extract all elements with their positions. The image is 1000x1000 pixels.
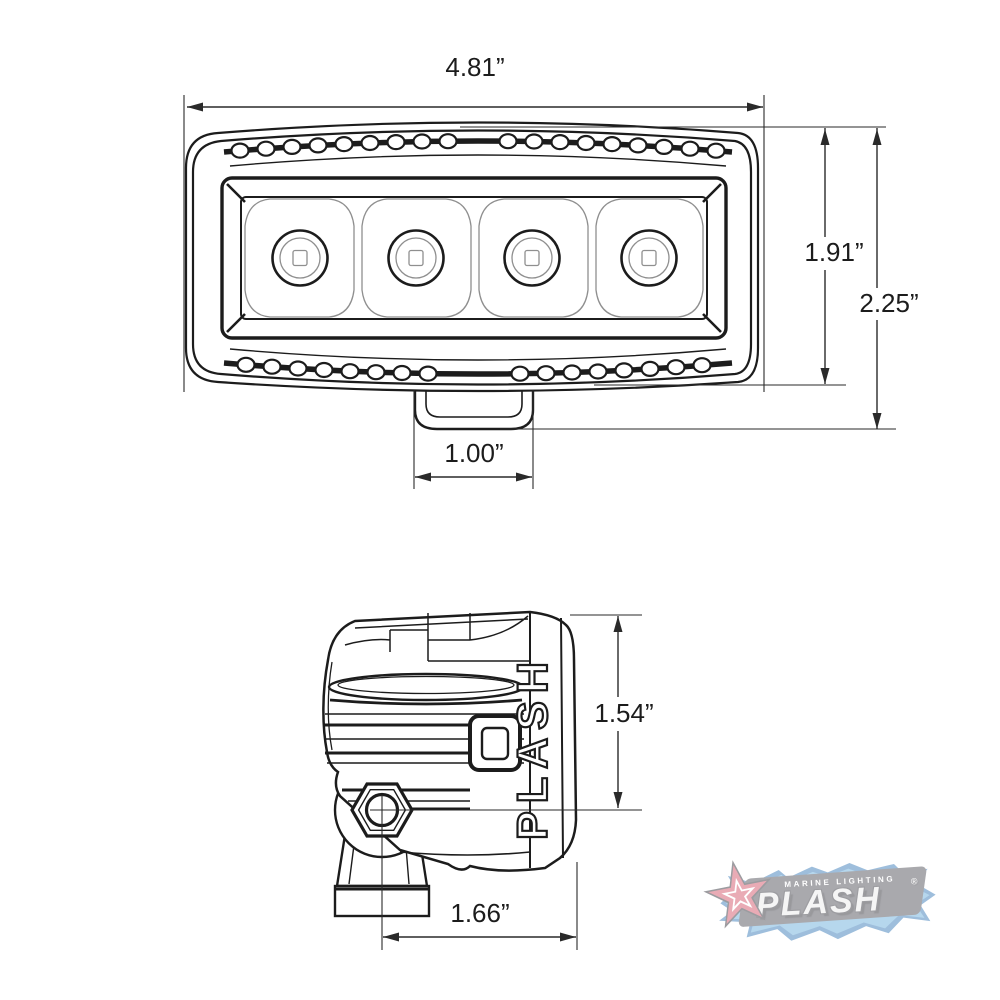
dim-label-bracket-width: 1.00”: [444, 438, 503, 468]
face-line-top: [229, 154, 727, 167]
bead-trim-bottom: [236, 356, 712, 382]
dim-label-width: 4.81”: [445, 52, 504, 82]
lens-profile: [327, 672, 525, 706]
bezel-frame: [220, 176, 728, 340]
reflector-cells: [244, 198, 704, 318]
dim-label-side-depth: 1.66”: [450, 898, 509, 928]
registered-mark: ®: [910, 876, 918, 887]
mounting-bracket: [413, 386, 535, 431]
housing-marking: PLASH: [509, 654, 557, 840]
connector-port: [468, 714, 522, 772]
front-body-inner-line: [191, 129, 753, 386]
led-2: [387, 229, 445, 287]
back-panel-lines: [529, 612, 564, 868]
dimension-lines: [187, 106, 878, 938]
logo-brand: PLASH: [754, 880, 882, 925]
bead-trim-top: [230, 133, 726, 159]
led-1: [271, 229, 329, 287]
top-details: [344, 613, 530, 662]
extension-lines: [183, 95, 896, 950]
front-view: [184, 121, 760, 431]
front-edge-line: [327, 661, 333, 751]
plash-logo-watermark: MARINE LIGHTING PLASH ®: [709, 845, 942, 965]
side-view: PLASH: [322, 610, 578, 918]
front-body: [184, 121, 760, 393]
led-4: [620, 229, 678, 287]
heat-fins-thick: [324, 723, 524, 811]
dim-label-side-height: 1.54”: [594, 698, 653, 728]
face-line-bottom: [229, 348, 727, 361]
heat-fins: [324, 713, 531, 856]
dimension-annotations: 4.81” 1.91” 2.25” 1.00” 1.54” 1.66”: [183, 52, 919, 950]
dim-label-overall-height: 2.25”: [859, 288, 918, 318]
dim-label-body-height: 1.91”: [804, 237, 863, 267]
led-3: [503, 229, 561, 287]
